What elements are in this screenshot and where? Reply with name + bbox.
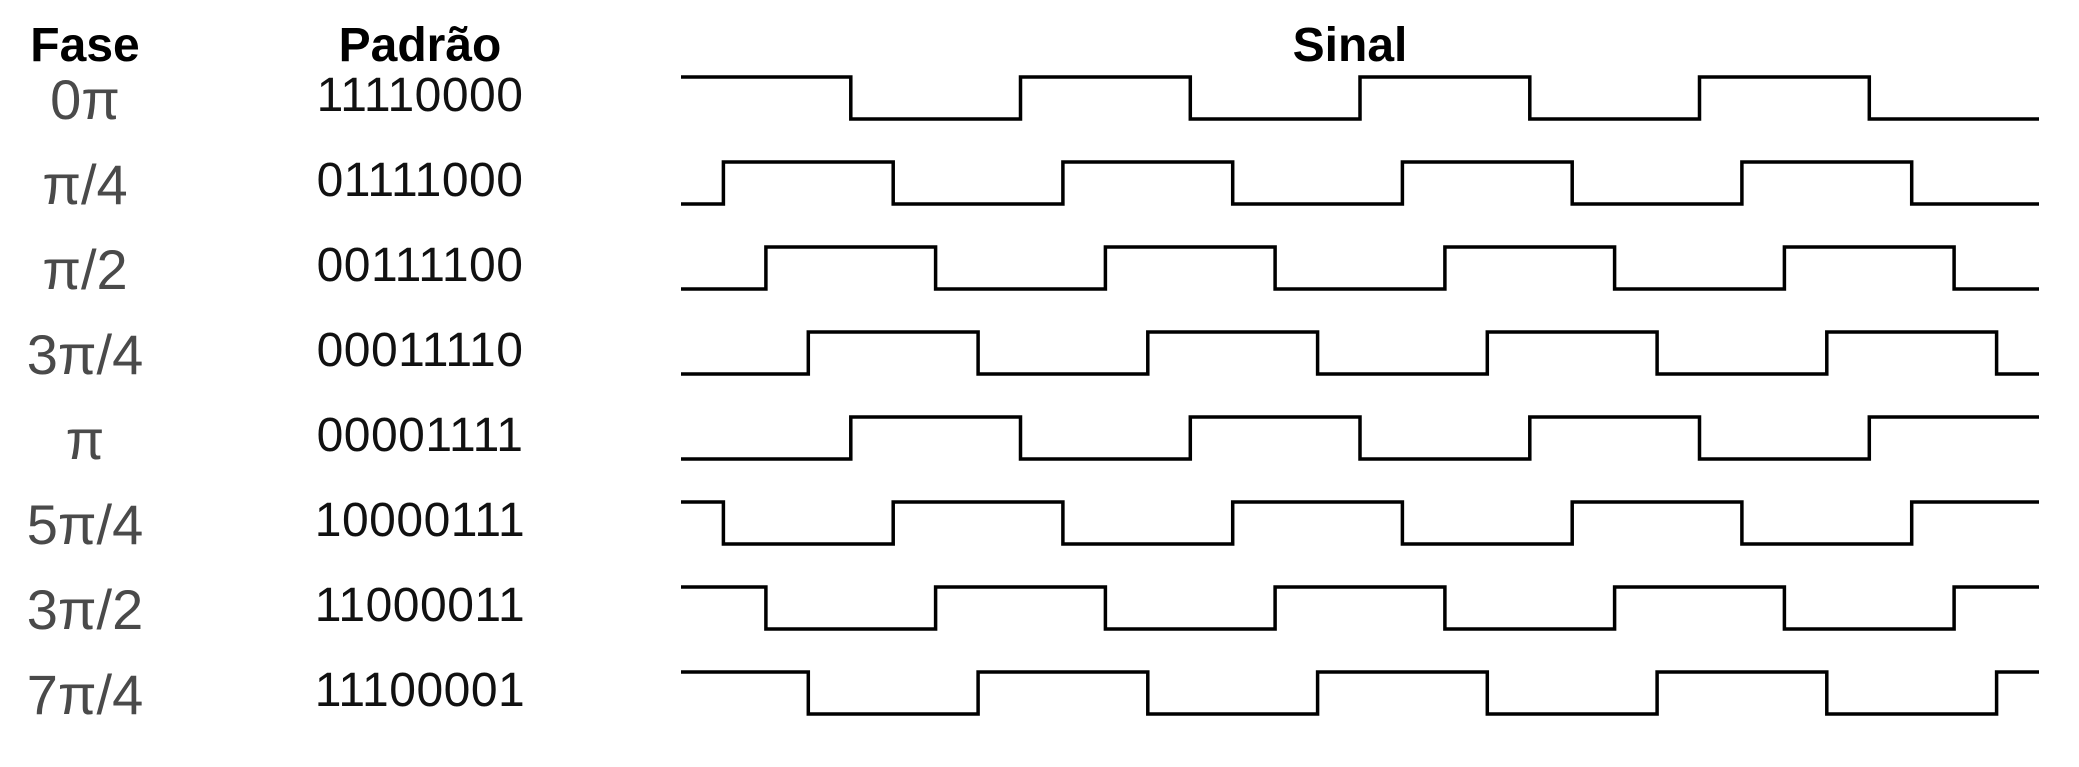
signal-waveform-row-6 [681,585,2039,631]
signal-waveform-row-5 [681,500,2039,546]
pattern-label: 01111000 [316,154,524,207]
pattern-label: 10000111 [314,494,526,547]
pattern-column-header: Padrão [338,19,502,72]
pattern-label: 00011110 [316,324,524,377]
pattern-label: 11000011 [314,579,526,632]
pattern-label: 00111100 [316,239,524,292]
phase-label: π/4 [42,153,128,216]
signal-waveform-row-0 [681,75,2039,121]
phase-label: 7π/4 [26,663,144,726]
phase-label: 3π/4 [26,323,144,386]
pattern-label: 11100001 [314,664,526,717]
signal-waveform-row-4 [681,415,2039,461]
signal-waveform-row-2 [681,245,2039,291]
phase-label: 5π/4 [26,493,144,556]
phase-column-header: Fase [30,19,140,72]
signal-column-header: Sinal [1292,19,1408,72]
phase-label: 0π [50,68,120,131]
phase-label: 3π/2 [26,578,144,641]
pattern-label: 11110000 [316,69,524,122]
signal-waveform-row-7 [681,670,2039,716]
phase-label: π [65,408,105,471]
pattern-label: 00001111 [316,409,524,462]
phase-label: π/2 [42,238,128,301]
signal-waveform-row-3 [681,330,2039,376]
signal-waveform-row-1 [681,160,2039,206]
